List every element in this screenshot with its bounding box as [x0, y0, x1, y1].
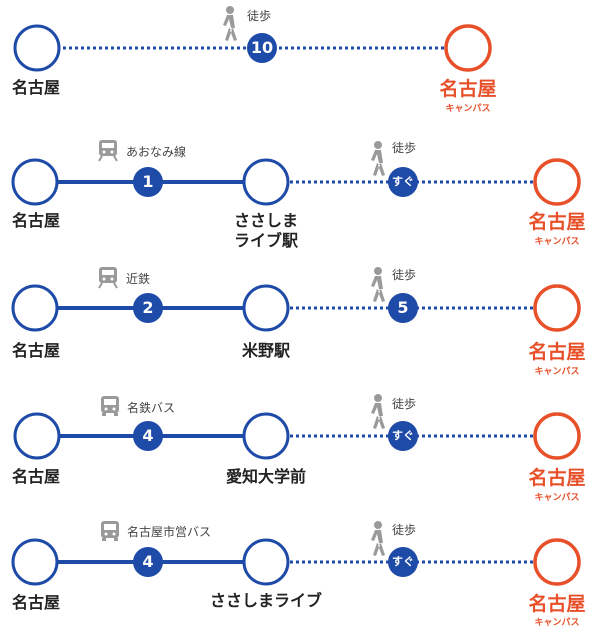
destination-sub-label: キャンパス [534, 493, 580, 503]
ride-time-badge [133, 167, 163, 197]
ride-time-value: 1 [142, 172, 154, 191]
origin-station [13, 24, 61, 72]
transfer-station [242, 538, 290, 586]
walk-time-badge [388, 293, 418, 323]
transfer-station [242, 412, 290, 460]
walk-label: 徒歩 [392, 523, 417, 537]
train-icon [98, 267, 118, 289]
ride-time-value: 2 [142, 298, 154, 317]
route-2 [11, 140, 581, 206]
destination-station [533, 158, 581, 206]
bus-icon [101, 521, 119, 541]
transfer-station-label: 愛知大学前 [225, 467, 307, 486]
destination-sub-label: キャンパス [534, 618, 580, 628]
ride-time-badge [133, 421, 163, 451]
route-1 [13, 6, 492, 72]
origin-station [11, 538, 59, 586]
transport-mode-label: 名古屋市営バス [127, 525, 212, 539]
destination-label: 名古屋 [528, 467, 586, 489]
destination-sub-label: キャンパス [445, 104, 491, 114]
route-4 [13, 394, 581, 460]
walking-person-icon [371, 267, 385, 302]
destination-label: 名古屋 [528, 341, 586, 363]
destination-station [533, 284, 581, 332]
origin-station [11, 284, 59, 332]
destination-label: 名古屋 [528, 593, 586, 615]
walk-time-value: すぐ [392, 429, 414, 442]
transport-mode-label: 近鉄 [126, 272, 151, 286]
walk-time-value: 5 [397, 298, 409, 317]
destination-station [444, 24, 492, 72]
destination-label: 名古屋 [528, 211, 586, 233]
ride-time-badge [133, 293, 163, 323]
walking-person-icon [371, 521, 385, 556]
transport-mode-label: あおなみ線 [126, 145, 187, 159]
ride-time-value: 4 [142, 426, 154, 445]
walking-person-icon [371, 141, 385, 176]
ride-time-badge [133, 547, 163, 577]
walk-time-badge [388, 167, 418, 197]
train-icon [98, 140, 118, 162]
walk-time-badge [388, 421, 418, 451]
origin-station-label: 名古屋 [12, 341, 61, 360]
walk-time-value: すぐ [392, 175, 414, 188]
destination-station [533, 412, 581, 460]
route-3 [11, 267, 581, 332]
transfer-station [242, 284, 290, 332]
bus-icon [101, 396, 119, 416]
destination-sub-label: キャンパス [534, 367, 580, 377]
transfer-station [242, 158, 290, 206]
transfer-station-label: 米野駅 [241, 341, 291, 360]
origin-station-label: 名古屋 [12, 211, 61, 230]
walk-label: 徒歩 [392, 397, 417, 411]
route-5 [11, 521, 581, 586]
walk-label: 徒歩 [247, 9, 272, 23]
walking-person-icon [223, 6, 237, 41]
ride-time-value: 4 [142, 552, 154, 571]
destination-sub-label: キャンパス [534, 237, 580, 247]
walk-time-badge [247, 33, 277, 63]
origin-station-label: 名古屋 [12, 78, 61, 97]
walking-person-icon [371, 394, 385, 429]
transport-mode-label: 名鉄バス [127, 401, 176, 415]
origin-station [11, 158, 59, 206]
walk-label: 徒歩 [392, 141, 417, 155]
walk-time-badge [388, 547, 418, 577]
walk-time-value: すぐ [392, 555, 414, 568]
origin-station [13, 412, 61, 460]
walk-label: 徒歩 [392, 268, 417, 282]
destination-label: 名古屋 [439, 78, 497, 100]
transfer-station-label: ささしまライブ [209, 591, 323, 610]
transfer-station-label: ささしま ライブ駅 [233, 211, 299, 250]
origin-station-label: 名古屋 [12, 593, 61, 612]
destination-station [533, 538, 581, 586]
walk-time-value: 10 [250, 38, 274, 57]
origin-station-label: 名古屋 [12, 467, 61, 486]
